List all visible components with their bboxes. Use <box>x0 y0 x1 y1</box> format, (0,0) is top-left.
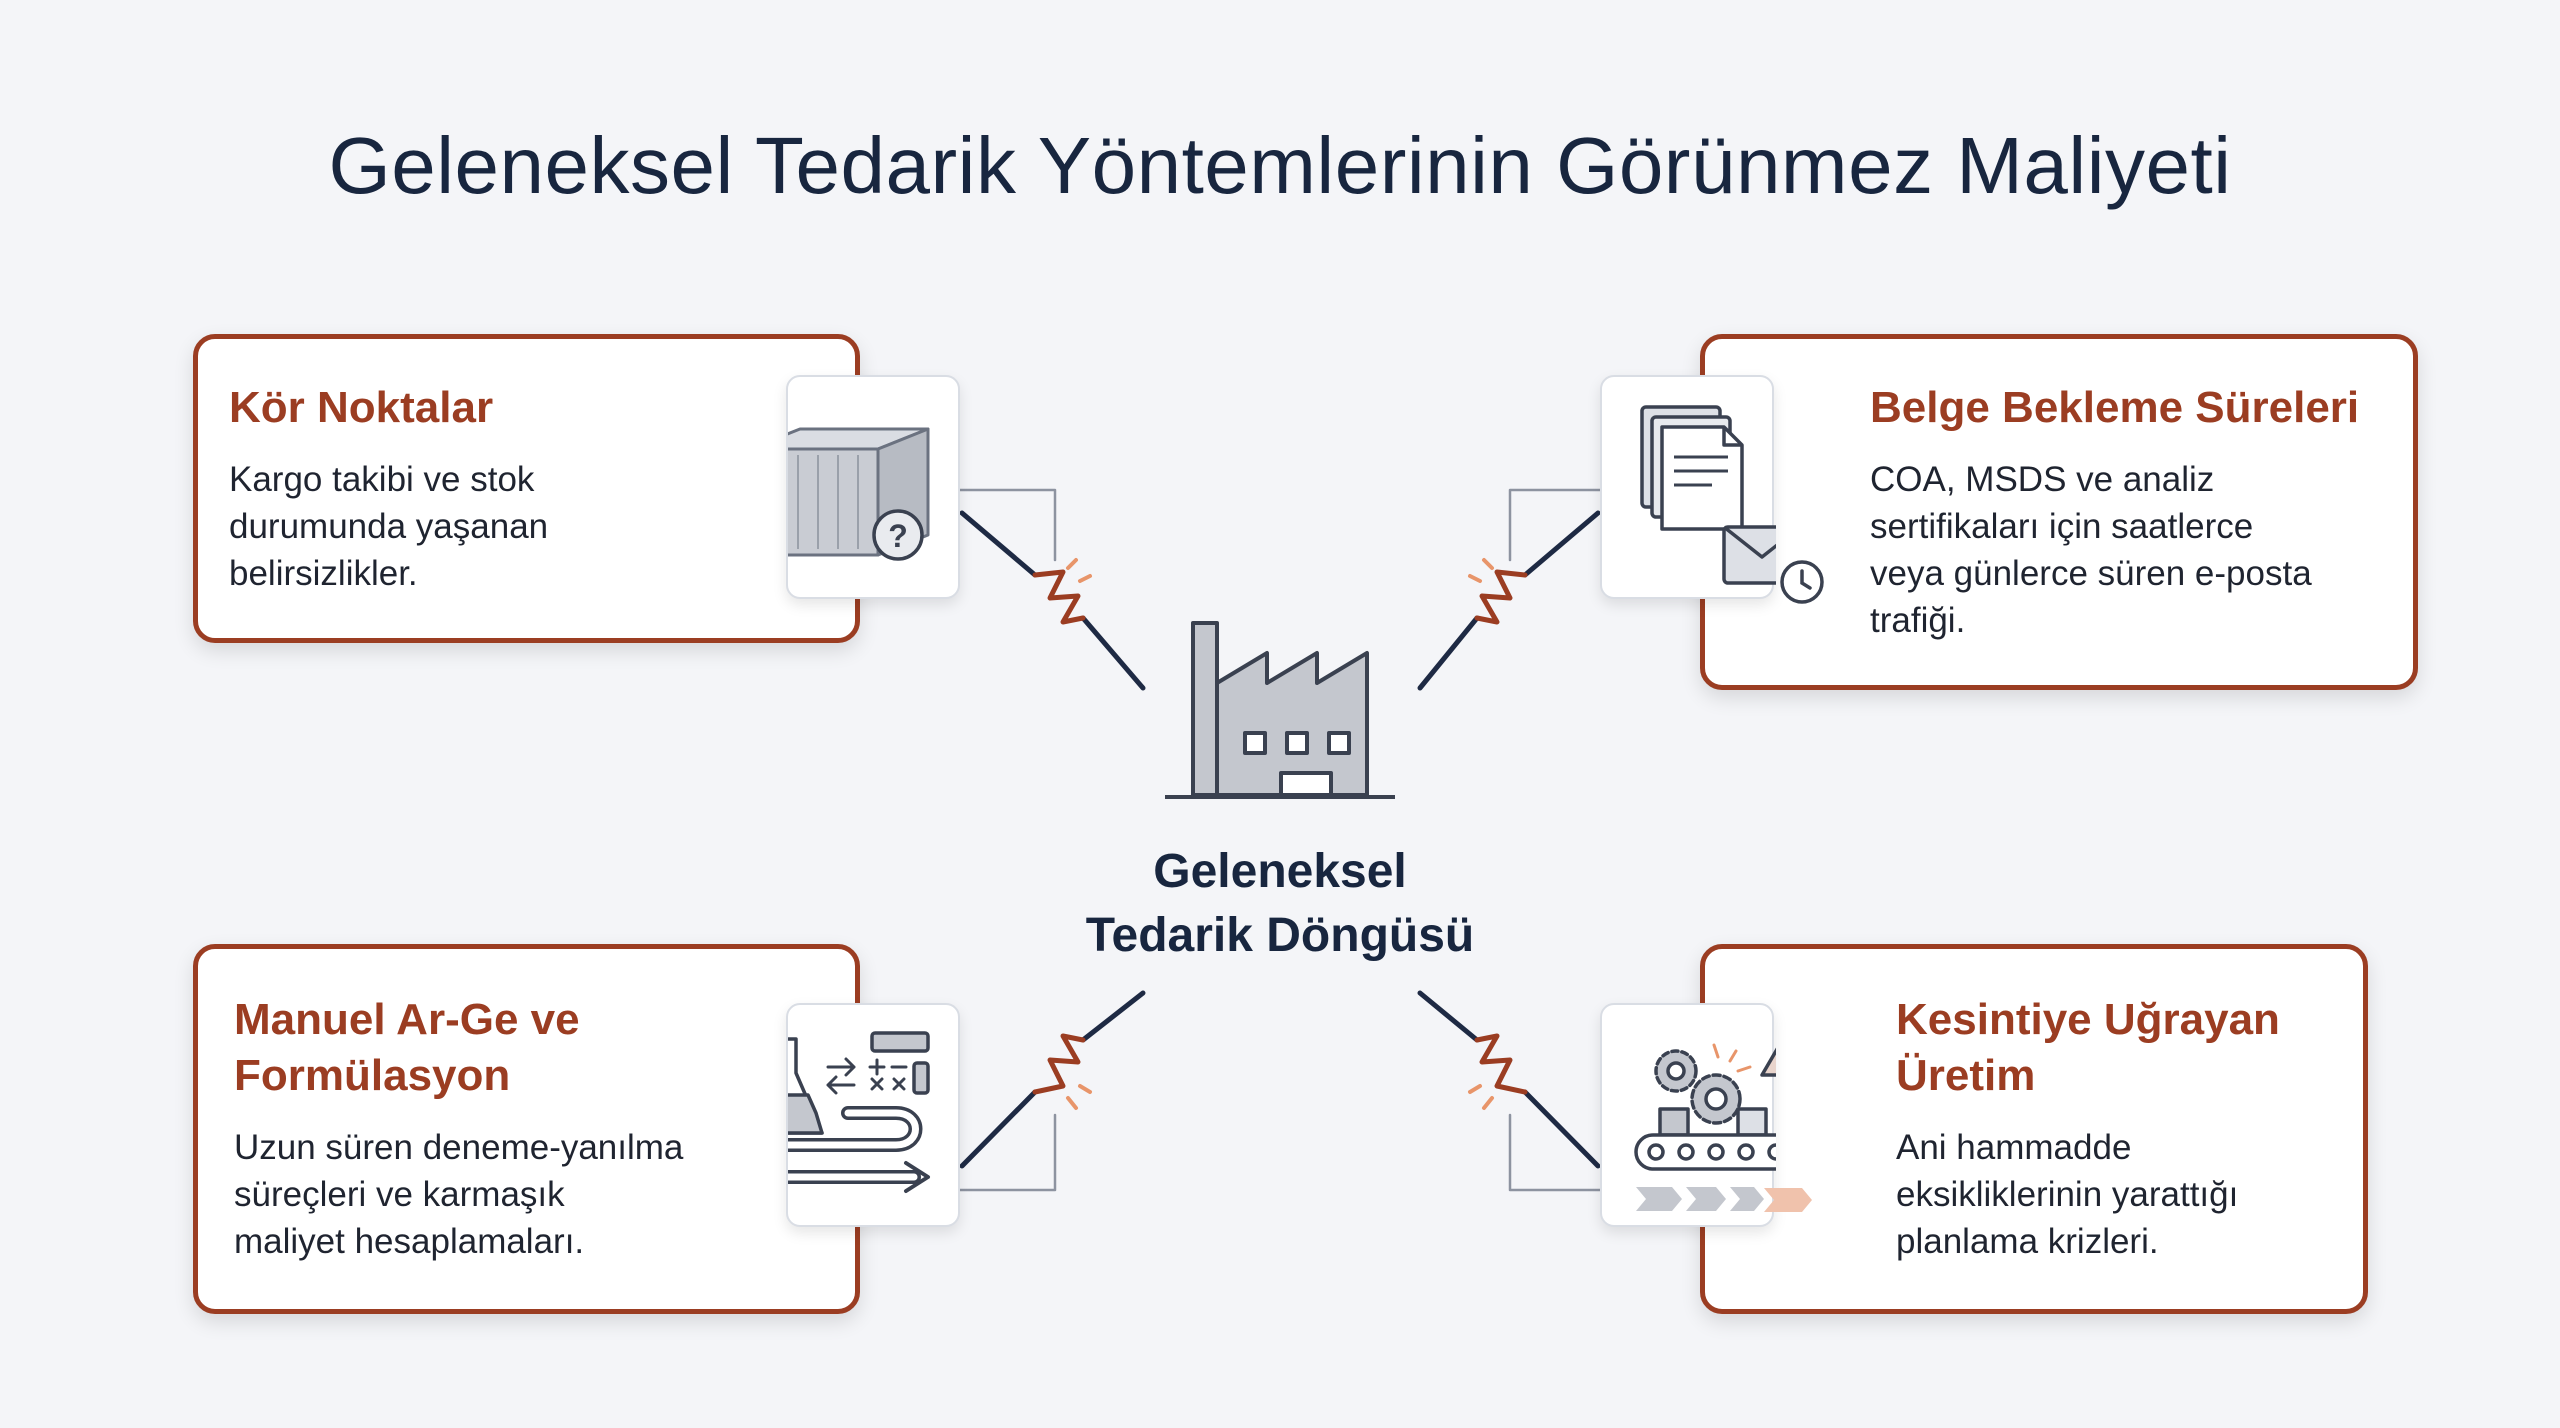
card-desc-document-wait: COA, MSDS ve analiz sertifikaları için s… <box>1870 460 2312 640</box>
clock-icon <box>1780 560 1824 604</box>
connector-bottom-left <box>959 990 1146 1169</box>
center-label: Geleneksel Tedarik Döngüsü <box>1030 840 1530 968</box>
icon-box-manual-rnd <box>786 1003 960 1227</box>
bracket-bottom-left <box>958 1113 1057 1192</box>
icon-box-document-wait <box>1600 375 1776 599</box>
gears-conveyor-warning-icon <box>1634 1043 1776 1211</box>
chevron-warning-icon <box>1764 1188 1812 1212</box>
card-blind-spots <box>193 334 860 643</box>
page-title: Geleneksel Tedarik Yöntemlerinin Görünme… <box>328 121 2232 210</box>
icon-box-blind-spots: ? <box>786 375 960 599</box>
card-desc-blind-spots: Kargo takibi ve stok durumunda yaşanan b… <box>229 460 549 593</box>
bracket-top-left <box>958 488 1057 562</box>
center-label-line1: Geleneksel <box>1153 845 1407 898</box>
flask-calculator-arrow-icon <box>788 1031 930 1193</box>
documents-mail-clock-icon <box>1640 405 1776 585</box>
card-title-production: Kesintiye Uğrayan Üretim <box>1896 995 2280 1100</box>
card-title-blind-spots: Kör Noktalar <box>229 383 494 432</box>
bracket-top-right <box>1508 488 1602 562</box>
center-label-line2: Tedarik Döngüsü <box>1085 909 1475 962</box>
card-title-manual-rnd: Manuel Ar-Ge ve Formülasyon <box>234 995 580 1100</box>
card-desc-production: Ani hammadde eksikliklerinin yarattığı p… <box>1896 1128 2239 1261</box>
connector-bottom-right <box>1417 990 1601 1169</box>
icon-box-production <box>1600 1003 1776 1227</box>
svg-text:?: ? <box>888 518 908 554</box>
card-production <box>1700 944 2368 1314</box>
card-desc-manual-rnd: Uzun süren deneme-yanılma süreçleri ve k… <box>234 1128 684 1261</box>
connector-top-right <box>1417 510 1601 691</box>
card-document-wait <box>1700 334 2418 690</box>
card-manual-rnd <box>193 944 860 1314</box>
factory-icon <box>1165 621 1395 799</box>
bracket-bottom-right <box>1508 1113 1602 1192</box>
container-question-icon: ? <box>788 427 930 561</box>
connector-top-left <box>959 510 1146 691</box>
card-title-document-wait: Belge Bekleme Süreleri <box>1870 383 2360 432</box>
